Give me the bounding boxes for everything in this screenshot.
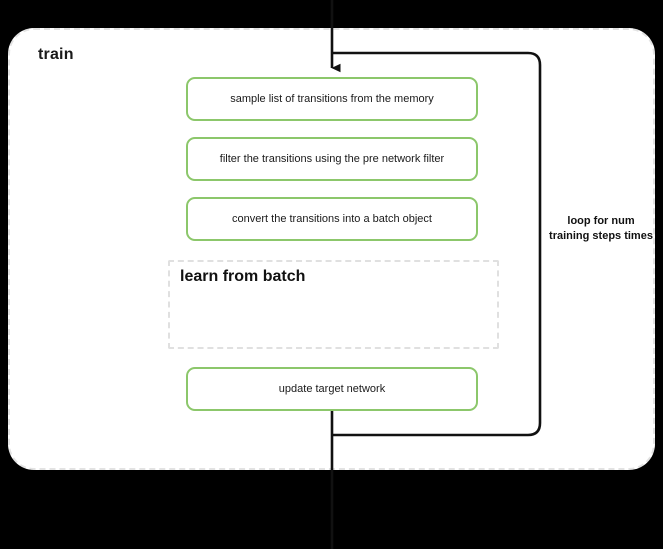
node-label: convert the transitions into a batch obj… [232,212,432,225]
node-update-target-network[interactable]: update target network [186,367,478,411]
node-convert-batch[interactable]: convert the transitions into a batch obj… [186,197,478,241]
node-sample-transitions[interactable]: sample list of transitions from the memo… [186,77,478,121]
node-label: filter the transitions using the pre net… [219,152,445,165]
node-filter-transitions[interactable]: filter the transitions using the pre net… [186,137,478,181]
train-group-title: train [38,46,74,63]
loop-annotation-label: loop for num training steps times [549,215,653,242]
learn-from-batch-title: learn from batch [180,268,306,285]
node-label: sample list of transitions from the memo… [230,92,434,105]
node-label: update target network [278,382,386,395]
